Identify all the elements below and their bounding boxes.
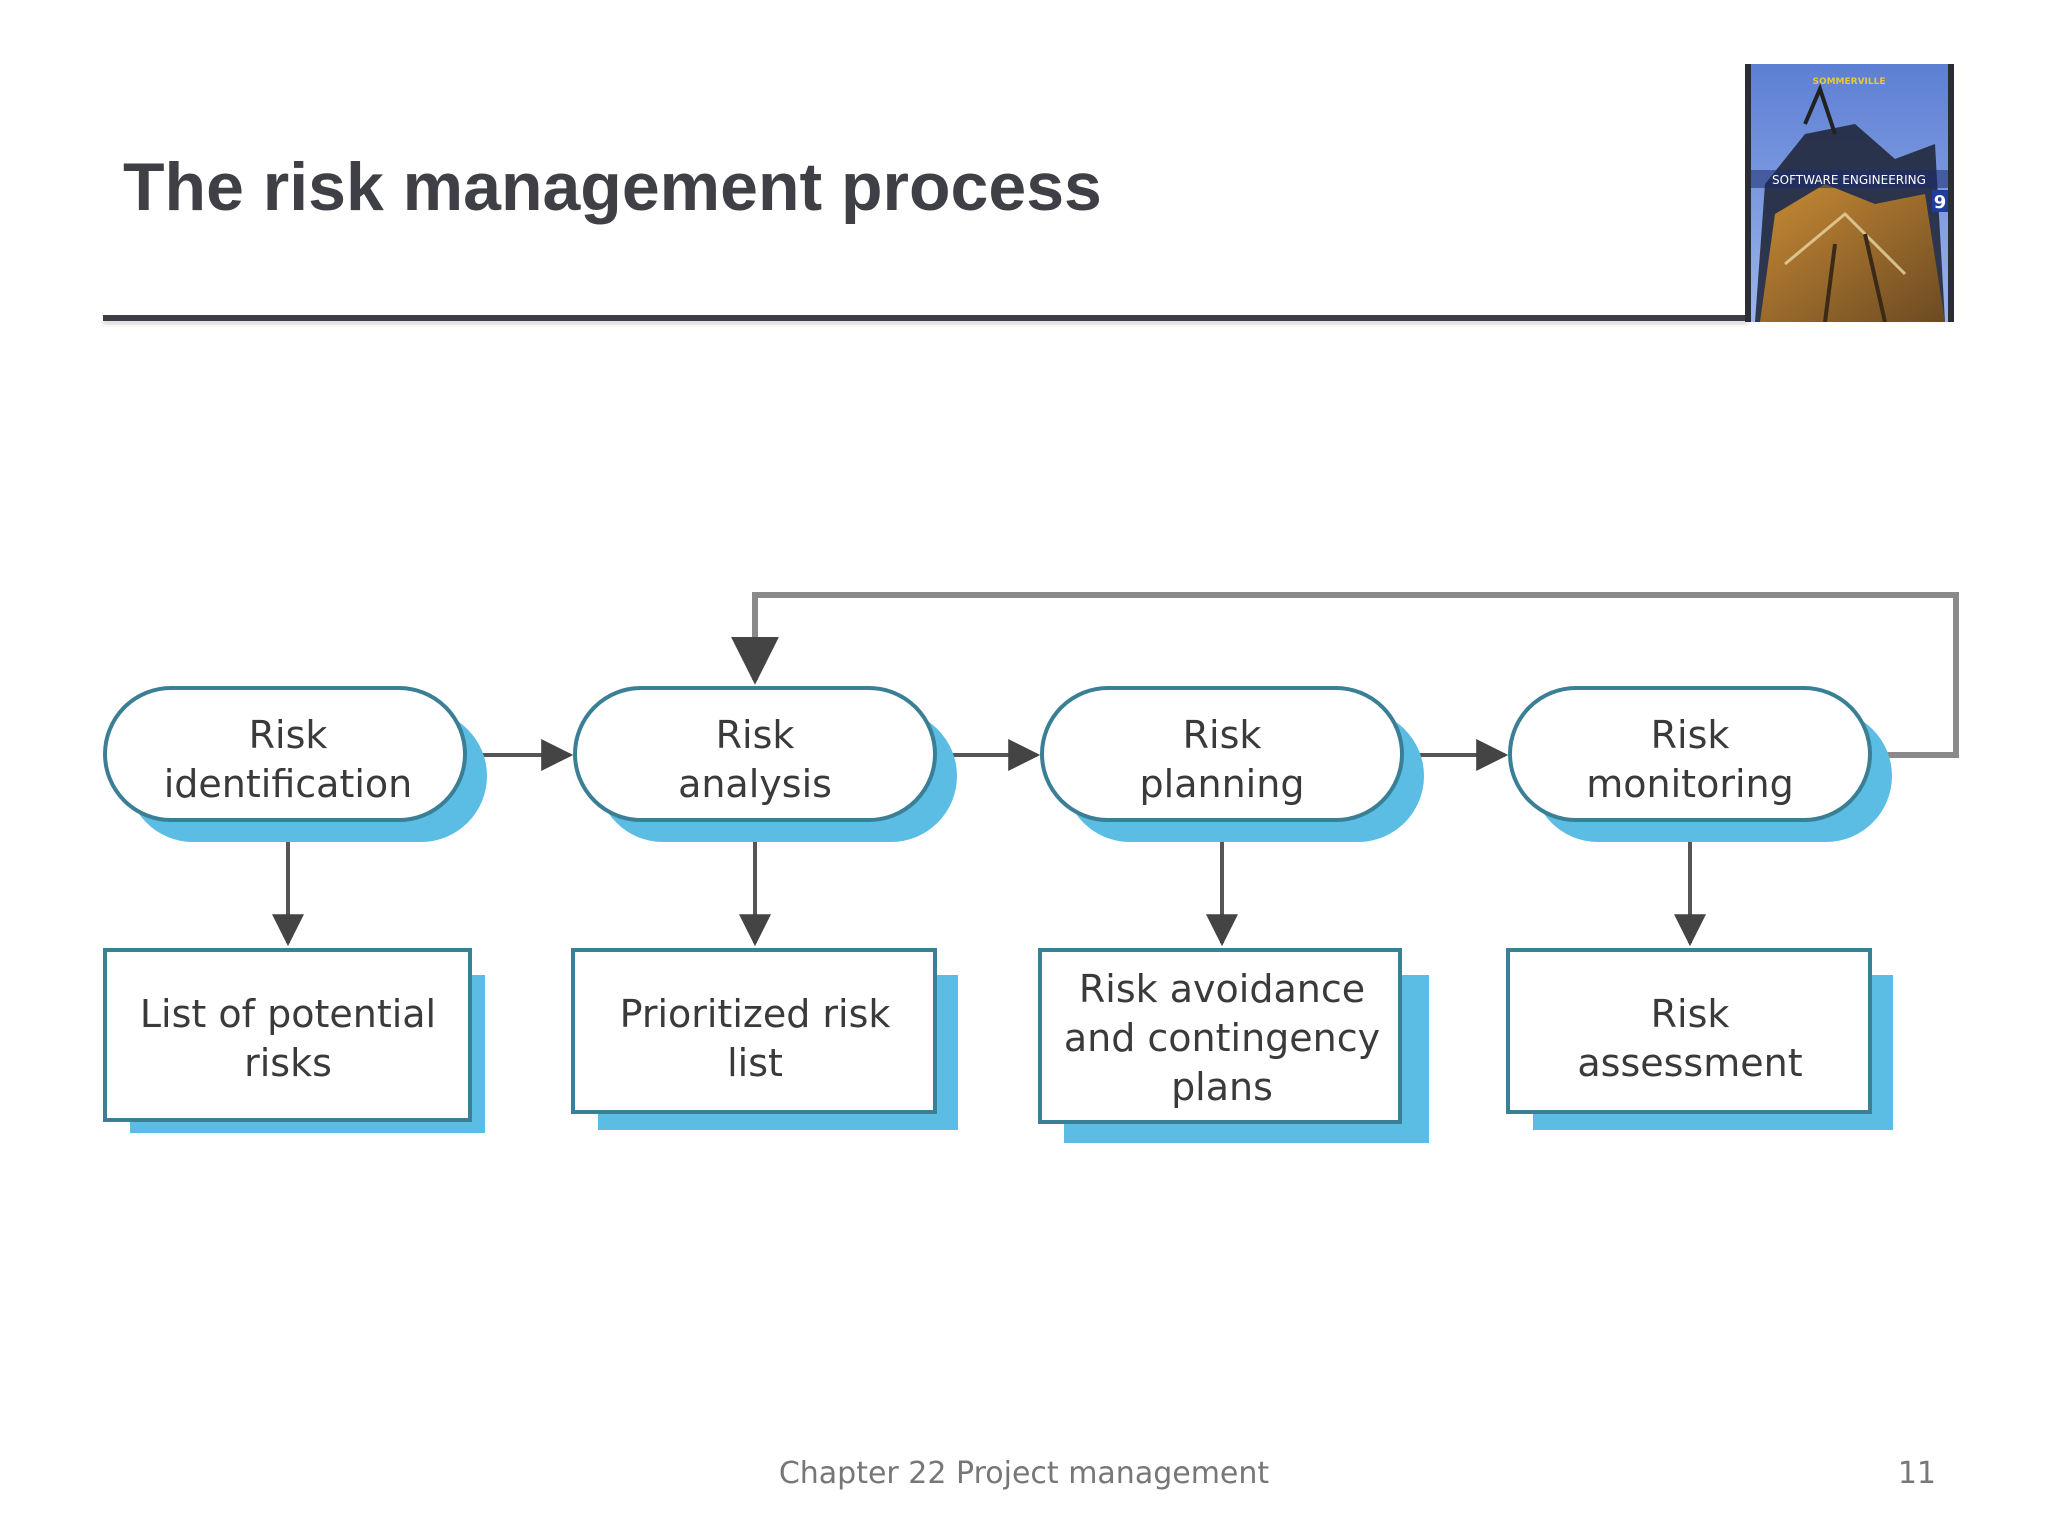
title-divider [103,315,1748,321]
stage-2-line-2: analysis [678,762,832,806]
page-number: 11 [1897,1456,1936,1491]
slide-footer: Chapter 22 Project management [778,1456,1270,1491]
output-list-of-potential-risks: List of potential risks [103,948,485,1133]
output-prioritized-risk-list: Prioritized risk list [571,948,958,1130]
stage-risk-analysis: Risk analysis [573,686,957,842]
stage-risk-identification: Risk identification [103,686,487,842]
book-edition: 9 [1934,192,1947,213]
output-1-line-1: List of potential [140,992,436,1036]
slide-title: The risk management process [123,149,1102,225]
output-4-line-2: assessment [1577,1041,1802,1085]
output-1-line-2: risks [244,1041,332,1085]
book-cover-image: SOMMERVILLE SOFTWARE ENGINEERING 9 [1745,64,1954,322]
output-risk-assessment: Risk assessment [1506,948,1893,1130]
output-2-line-1: Prioritized risk [620,992,891,1036]
stage-1-line-2: identification [164,762,413,806]
stage-3-line-1: Risk [1183,713,1262,757]
book-author: SOMMERVILLE [1812,77,1885,87]
stage-4-line-1: Risk [1651,713,1730,757]
stage-2-line-1: Risk [716,713,795,757]
stage-risk-monitoring: Risk monitoring [1508,686,1892,842]
stage-4-line-2: monitoring [1586,762,1793,806]
output-3-line-2: and contingency [1064,1016,1380,1060]
stage-3-line-2: planning [1140,762,1305,806]
feedback-loop-arrow [731,592,1959,758]
output-3-line-1: Risk avoidance [1079,967,1365,1011]
book-cover-art: SOMMERVILLE SOFTWARE ENGINEERING 9 [1751,64,1948,322]
output-4-line-1: Risk [1651,992,1730,1036]
output-risk-avoidance-and-contingency-plans: Risk avoidance and contingency plans [1038,948,1429,1143]
output-3-line-3: plans [1171,1065,1273,1109]
output-2-line-2: list [727,1041,783,1085]
book-title: SOFTWARE ENGINEERING [1772,173,1926,187]
stage-risk-planning: Risk planning [1040,686,1424,842]
stage-1-line-1: Risk [249,713,328,757]
